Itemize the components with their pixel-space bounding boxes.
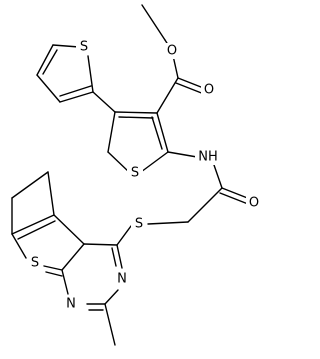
bond-ring-c2-c3	[156, 112, 169, 153]
bond-c4a-c4	[83, 243, 118, 246]
atom-o-ester: O	[164, 43, 180, 59]
bond-n1-c7a	[61, 269, 69, 295]
bond-amide-double-a	[221, 187, 251, 200]
atom-s-linker: S	[131, 216, 147, 232]
bond-n3-c2	[104, 289, 119, 305]
bond-ch2-c3a	[47, 171, 55, 216]
atom-n-pyrimidine-1-label: N	[66, 297, 76, 312]
bond-c7a-c4a	[61, 243, 85, 271]
atom-o-amide: O	[246, 195, 262, 211]
bond-ring-c3-c4	[114, 111, 158, 114]
bond-c7a-s-inner	[45, 271, 63, 277]
bond-ch2-s	[147, 221, 189, 225]
bond-carbonyl-double-b	[175, 82, 205, 95]
atom-o-carbonyl-label: O	[204, 83, 214, 98]
atom-o-amide-label: O	[249, 196, 259, 211]
atom-n-amide-label: NH	[198, 150, 218, 165]
bond-ring-c3-c4-inner	[118, 116, 154, 119]
bond-c2-nh	[167, 151, 198, 158]
atom-s-fused-label: S	[31, 256, 39, 271]
molecule-diagram: O O S S NH O S S	[11, 4, 262, 346]
bond-thienyl-c2-c3	[59, 91, 94, 103]
bond-thienyl-c5-s	[52, 44, 80, 48]
bond-nh-co	[213, 164, 223, 189]
atom-s-linker-label: S	[135, 217, 143, 232]
atom-s-thienyl: S	[76, 39, 92, 55]
bond-ring-c4-c5	[107, 111, 116, 153]
bond-c7-c3a	[11, 214, 55, 235]
bond-ring-s-c2	[140, 151, 169, 173]
bond-ring-c2-c3-inner	[151, 116, 163, 150]
atom-n-pyrimidine-1: N	[63, 296, 79, 312]
atom-n-pyrimidine-3: N	[114, 271, 130, 287]
bond-thienyl-c3-c4	[36, 74, 61, 103]
atom-n-amide: NH	[195, 149, 221, 165]
bond-c7-c3a-inner	[17, 220, 56, 240]
bond-thienyl-c4-c5-inner	[42, 49, 58, 75]
bond-thienyl-c4-c5	[36, 44, 54, 76]
bond-ethyl-ch3	[141, 4, 166, 41]
bond-c3a-c4a	[53, 214, 85, 245]
bond-c7a-s	[43, 265, 63, 271]
bond-carbonyl-c-ring	[156, 77, 179, 114]
bond-ring-c5-s	[107, 151, 130, 173]
atom-s-thiophene: S	[127, 165, 143, 181]
bond-c4-n3	[116, 244, 123, 269]
bond-ch2-ch2	[11, 171, 49, 199]
bond-s-c7	[11, 233, 27, 259]
bond-thienyl-c2-c3-inner	[59, 85, 92, 97]
bond-thienyl-s-c2	[87, 55, 94, 93]
bond-s-c4	[116, 225, 132, 246]
atom-o-ester-label: O	[167, 44, 177, 59]
atom-s-thienyl-label: S	[80, 40, 88, 55]
bond-amide-double-b	[219, 192, 249, 205]
bond-c4-n3-inner	[111, 247, 117, 267]
atom-o-carbonyl: O	[201, 82, 217, 98]
bond-thienyl-link	[92, 91, 116, 113]
atom-s-thiophene-label: S	[131, 166, 139, 181]
atom-n-pyrimidine-3-label: N	[117, 272, 127, 287]
bonds	[11, 4, 251, 346]
bond-co-ch2	[187, 187, 223, 223]
atom-s-fused: S	[27, 255, 43, 271]
atom-labels: O O S S NH O S S	[27, 39, 262, 312]
bond-methyl	[104, 303, 116, 346]
